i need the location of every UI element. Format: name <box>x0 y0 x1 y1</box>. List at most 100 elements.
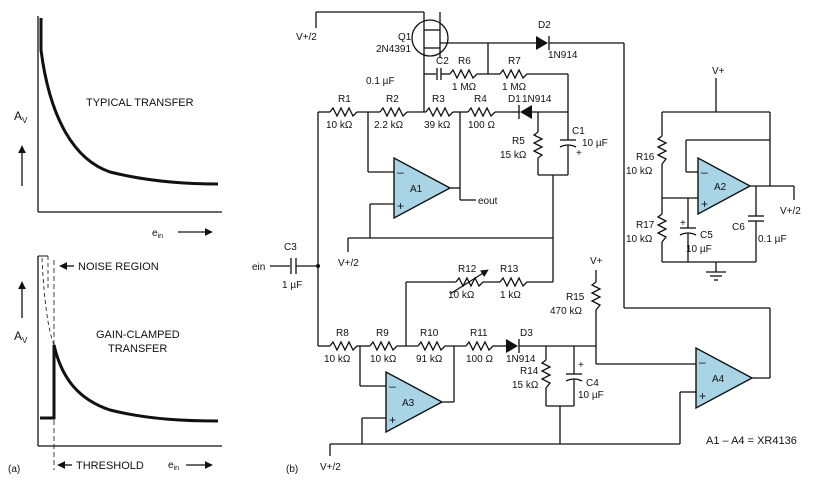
svg-text:R11: R11 <box>470 328 488 339</box>
svg-text:R10: R10 <box>420 328 439 339</box>
svg-text:39 kΩ: 39 kΩ <box>424 120 451 131</box>
svg-text:10 µF: 10 µF <box>686 244 712 255</box>
svg-text:R16: R16 <box>636 152 655 163</box>
bottom-bus: V+/2 <box>320 391 696 473</box>
svg-text:D3: D3 <box>520 328 533 339</box>
svg-text:100 Ω: 100 Ω <box>466 354 493 365</box>
part-note: A1 – A4 = XR4136 <box>706 435 797 447</box>
a4-opamp: – + A4 <box>695 346 754 410</box>
svg-text:R17: R17 <box>636 220 655 231</box>
clamped-curve <box>40 344 219 423</box>
svg-text:V+: V+ <box>590 256 603 267</box>
svg-text:R15: R15 <box>566 292 585 303</box>
svg-text:15 kΩ: 15 kΩ <box>512 380 539 391</box>
transfer-curve <box>39 18 219 186</box>
a3-opamp: – + A3 <box>359 346 455 444</box>
bottom-resistor-chain: R8 10 kΩ R9 10 kΩ R10 91 kΩ R11 100 Ω D3… <box>318 328 596 365</box>
c3-input: C3 1 µF ein <box>252 242 320 291</box>
svg-text:2N4391: 2N4391 <box>376 44 411 55</box>
svg-text:10 kΩ: 10 kΩ <box>626 166 653 177</box>
svg-text:91 kΩ: 91 kΩ <box>416 354 443 365</box>
graph-title: TYPICAL TRANSFER <box>86 97 194 109</box>
svg-text:D1: D1 <box>508 94 521 105</box>
ein-label: ein <box>168 460 179 472</box>
noise-region-label: NOISE REGION <box>78 261 159 273</box>
svg-text:–: – <box>389 379 396 393</box>
d2-diode: D2 1N914 <box>536 20 771 379</box>
r12-r13: R12 10 kΩ R13 1 kΩ <box>405 238 554 346</box>
typical-transfer-graph: AV TYPICAL TRANSFER ein <box>14 16 222 240</box>
svg-text:C4: C4 <box>586 378 599 389</box>
svg-text:V+/2: V+/2 <box>320 462 341 473</box>
gain-clamped-graph: NOISE REGION AV GAIN-CLAMPED TRANSFER TH… <box>8 255 222 475</box>
gain-clamped-title: GAIN-CLAMPED <box>96 329 180 341</box>
c1-r5: C1 10 µF + R5 15 kΩ <box>500 112 608 238</box>
gain-clamped-title-2: TRANSFER <box>108 343 167 355</box>
svg-text:R1: R1 <box>338 94 351 105</box>
svg-text:ein: ein <box>252 262 265 273</box>
svg-text:D2: D2 <box>538 20 551 31</box>
svg-text:+: + <box>680 218 686 229</box>
svg-text:C1: C1 <box>572 126 585 137</box>
svg-text:A4: A4 <box>712 374 725 385</box>
svg-text:–: – <box>701 165 708 179</box>
svg-text:R6: R6 <box>458 56 471 67</box>
svg-text:R8: R8 <box>336 328 349 339</box>
svg-text:+: + <box>576 148 582 159</box>
svg-text:V+/2: V+/2 <box>338 258 359 269</box>
svg-text:+: + <box>578 360 584 371</box>
svg-text:V+/2: V+/2 <box>780 206 801 217</box>
svg-text:–: – <box>699 355 706 369</box>
svg-text:R9: R9 <box>376 328 389 339</box>
svg-text:100 Ω: 100 Ω <box>468 120 495 131</box>
svg-text:R13: R13 <box>500 264 519 275</box>
svg-text:R14: R14 <box>520 366 539 377</box>
r15: V+ R15 470 kΩ <box>550 256 696 365</box>
svg-text:R2: R2 <box>386 94 399 105</box>
av-label: AV <box>14 109 28 125</box>
svg-text:15 kΩ: 15 kΩ <box>500 150 527 161</box>
svg-text:2.2 kΩ: 2.2 kΩ <box>374 120 404 131</box>
svg-text:V+: V+ <box>712 66 725 77</box>
svg-text:+: + <box>389 413 396 427</box>
svg-text:C2: C2 <box>436 56 449 67</box>
svg-text:0.1 µF: 0.1 µF <box>758 234 787 245</box>
svg-text:10 µF: 10 µF <box>582 138 608 149</box>
svg-text:Q1: Q1 <box>398 32 412 43</box>
panel-a-label: (a) <box>8 464 20 475</box>
ein-label: ein <box>152 228 163 240</box>
svg-text:1N914: 1N914 <box>548 50 578 61</box>
q1-jfet: Q1 2N4391 V+/2 <box>296 11 536 90</box>
svg-text:10 kΩ: 10 kΩ <box>626 234 653 245</box>
feedback-network: 0.1 µF C2 R6 1 MΩ R7 1 MΩ <box>366 43 569 112</box>
a1-opamp: – + A1 eout <box>367 112 498 238</box>
svg-text:C5: C5 <box>700 230 713 241</box>
svg-text:+: + <box>699 389 706 403</box>
svg-text:A2: A2 <box>714 182 727 193</box>
svg-text:+: + <box>397 199 404 213</box>
svg-text:R5: R5 <box>512 136 525 147</box>
svg-text:A1: A1 <box>410 184 423 195</box>
svg-text:1 kΩ: 1 kΩ <box>500 290 521 301</box>
svg-text:R12: R12 <box>458 264 477 275</box>
svg-text:0.1 µF: 0.1 µF <box>366 76 395 87</box>
threshold-label: THRESHOLD <box>76 460 144 472</box>
svg-text:1N914: 1N914 <box>506 354 536 365</box>
svg-text:1 MΩ: 1 MΩ <box>452 82 477 93</box>
svg-text:C3: C3 <box>284 242 297 253</box>
svg-text:470 kΩ: 470 kΩ <box>550 306 582 317</box>
r14-c4: R14 15 kΩ + C4 10 µF <box>512 346 604 444</box>
svg-text:V+/2: V+/2 <box>296 32 317 43</box>
svg-text:+: + <box>701 197 708 211</box>
svg-text:eout: eout <box>478 196 498 207</box>
a2-section: V+ – + A2 <box>626 66 801 281</box>
svg-text:1N914: 1N914 <box>522 94 552 105</box>
midbus: V+/2 <box>317 112 553 346</box>
circuit-schematic: Q1 2N4391 V+/2 D2 1N914 <box>252 11 801 475</box>
svg-text:1 µF: 1 µF <box>282 280 302 291</box>
svg-text:R3: R3 <box>432 94 445 105</box>
svg-text:1 MΩ: 1 MΩ <box>502 82 527 93</box>
svg-text:C6: C6 <box>732 222 745 233</box>
av-label: AV <box>14 329 28 345</box>
